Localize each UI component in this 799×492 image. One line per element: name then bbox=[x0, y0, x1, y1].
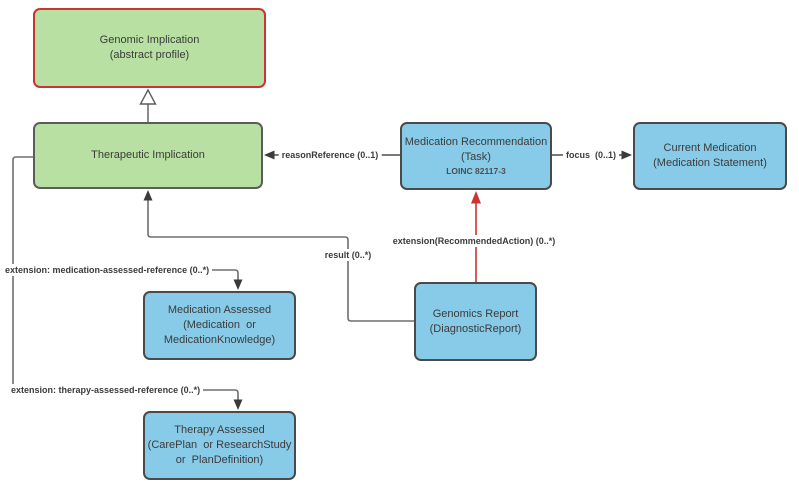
node-medication-assessed-label: Medication Assessed (Medication or Medic… bbox=[163, 304, 276, 346]
recommended-action-arrowhead bbox=[471, 191, 481, 204]
node-medication-recommendation: Medication Recommendation (Task) LOINC 8… bbox=[400, 122, 552, 190]
edge-label-result: result (0..*) bbox=[321, 249, 375, 261]
node-medication-recommendation-label: Medication Recommendation (Task) bbox=[404, 135, 548, 163]
focus-arrowhead bbox=[621, 150, 632, 160]
inheritance-triangle-arrowhead bbox=[139, 88, 157, 105]
node-therapy-assessed-label: Therapy Assessed (CarePlan or ResearchSt… bbox=[147, 424, 292, 466]
edge-label-reason-reference: reasonReference (0..1) bbox=[278, 149, 382, 161]
edge-result-line bbox=[147, 197, 414, 322]
node-genomics-report-label: Genomics Report (DiagnosticReport) bbox=[429, 307, 522, 335]
medication-assessed-arrowhead bbox=[233, 279, 243, 290]
node-medication-assessed: Medication Assessed (Medication or Medic… bbox=[143, 291, 296, 360]
node-current-medication-label: Current Medication (Medication Statement… bbox=[653, 142, 767, 169]
edge-therapy-assessed-line bbox=[13, 389, 239, 404]
edge-label-therapy-assessed-reference: extension: therapy-assessed-reference (0… bbox=[8, 384, 204, 396]
node-therapeutic-implication: Therapeutic Implication bbox=[33, 122, 263, 189]
node-medication-recommendation-loinc: LOINC 82117-3 bbox=[446, 165, 506, 176]
edge-medication-assessed-line bbox=[13, 269, 239, 284]
node-genomic-implication-label: Genomic Implication (abstract profile) bbox=[99, 34, 200, 61]
therapy-assessed-arrowhead bbox=[233, 399, 243, 410]
node-current-medication: Current Medication (Medication Statement… bbox=[633, 122, 787, 190]
edge-extension-stem-line bbox=[12, 156, 33, 390]
node-genomics-report: Genomics Report (DiagnosticReport) bbox=[414, 282, 537, 361]
edge-label-medication-assessed-reference: extension: medication-assessed-reference… bbox=[2, 264, 213, 276]
node-therapeutic-implication-label: Therapeutic Implication bbox=[91, 149, 205, 162]
edge-label-recommended-action: extension(RecommendedAction) (0..*) bbox=[389, 235, 559, 247]
edge-label-focus: focus (0..1) bbox=[562, 149, 620, 161]
node-genomic-implication: Genomic Implication (abstract profile) bbox=[33, 8, 266, 88]
result-arrowhead bbox=[143, 190, 153, 201]
reason-reference-arrowhead bbox=[264, 150, 275, 160]
node-therapy-assessed: Therapy Assessed (CarePlan or ResearchSt… bbox=[143, 411, 296, 480]
